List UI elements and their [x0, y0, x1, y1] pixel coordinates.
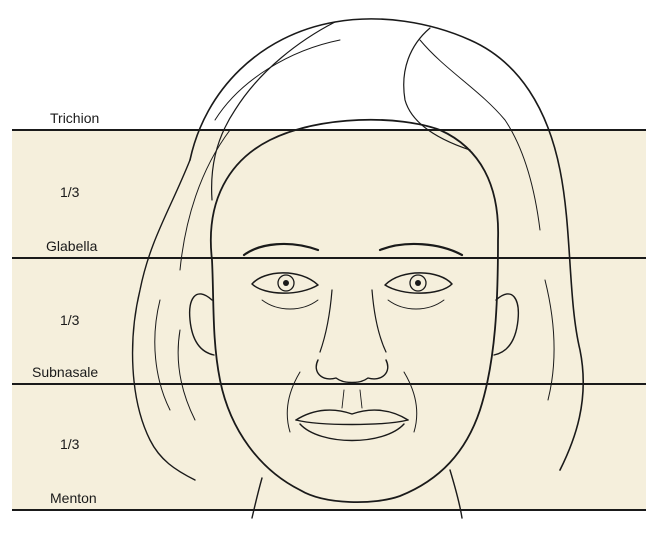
middle-third-label: 1/3 [60, 312, 79, 328]
trichion-label: Trichion [50, 110, 99, 126]
hair-strand-5 [215, 40, 340, 120]
band-upper-third [12, 130, 646, 258]
lower-third-label: 1/3 [60, 436, 79, 452]
upper-third-label: 1/3 [60, 184, 79, 200]
glabella-label: Glabella [46, 238, 97, 254]
left-pupil [283, 280, 289, 286]
right-pupil [415, 280, 421, 286]
subnasale-label: Subnasale [32, 364, 98, 380]
band-lower-third [12, 384, 646, 510]
band-middle-third [12, 258, 646, 384]
menton-label: Menton [50, 490, 97, 506]
